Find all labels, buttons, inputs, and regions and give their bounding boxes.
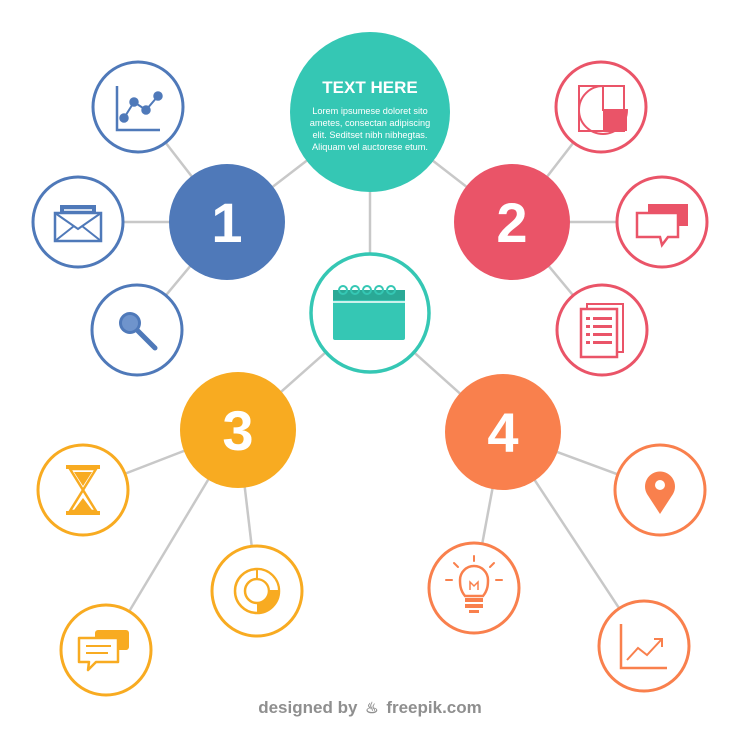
satellite-2-2: [615, 175, 709, 269]
satellite-ring: [91, 60, 185, 154]
satellite-3-2: [59, 603, 153, 697]
satellite-4-1: [427, 541, 521, 635]
credit-brand: freepik.com: [386, 698, 482, 717]
credit-prefix: designed by: [258, 698, 358, 717]
satellite-3-3: [210, 544, 304, 638]
magnifier-icon: [119, 312, 158, 351]
group-node-1: 1: [169, 164, 285, 280]
chat-bubbles-icon: [635, 204, 688, 248]
center-title: TEXT HERE: [322, 78, 417, 97]
satellite-ring: [210, 544, 304, 638]
envelope-icon: [53, 205, 103, 243]
group-number: 1: [211, 191, 242, 254]
trend-chart-icon: [619, 624, 667, 670]
satellite-2-3: [555, 283, 649, 377]
center-text-bubble: TEXT HERE Lorem ipsumese doloret sito am…: [290, 32, 450, 192]
center-body-line: Lorem ipsumese doloret sito: [312, 106, 427, 116]
satellite-ring: [597, 599, 691, 693]
group-circle: [180, 372, 296, 488]
group-circle: [445, 374, 561, 490]
satellite-3-1: [36, 443, 130, 537]
satellite-1-1: [91, 60, 185, 154]
group-node-2: 2: [454, 164, 570, 280]
group-node-3: 3: [180, 372, 296, 488]
center-body-line: ametes, consectan adipiscing: [310, 118, 431, 128]
satellite-2-1: [554, 60, 648, 154]
group-number: 3: [222, 399, 253, 462]
line-chart-icon: [115, 86, 163, 132]
hub-node: [309, 252, 431, 374]
center-body-line: elit. Seditset nibh nibhegtas.: [313, 130, 428, 140]
document-list-icon: [579, 303, 624, 359]
satellite-1-2: [31, 175, 125, 269]
calendar-icon: [333, 285, 405, 340]
credit-line: designed by ♨ freepik.com: [0, 698, 740, 718]
center-body-line: Aliquam vel auctorese etum.: [312, 142, 428, 152]
group-number: 2: [496, 191, 527, 254]
hourglass-icon: [66, 465, 100, 515]
satellite-ring: [554, 60, 648, 154]
donut-chart-icon: [233, 567, 281, 615]
group-circle: [169, 164, 285, 280]
group-node-4: 4: [445, 374, 561, 490]
group-number: 4: [487, 401, 518, 464]
speech-bubbles-icon: [77, 630, 129, 672]
satellite-ring: [427, 541, 521, 635]
pie-chart-icon: [578, 84, 629, 135]
satellite-4-2: [613, 443, 707, 537]
lightbulb-icon: [445, 555, 503, 613]
freepik-logo-icon: ♨: [365, 700, 379, 717]
group-circle: [454, 164, 570, 280]
satellite-4-3: [597, 599, 691, 693]
location-pin-icon: [645, 471, 675, 514]
satellite-1-3: [90, 283, 184, 377]
center-circle: [290, 32, 450, 192]
